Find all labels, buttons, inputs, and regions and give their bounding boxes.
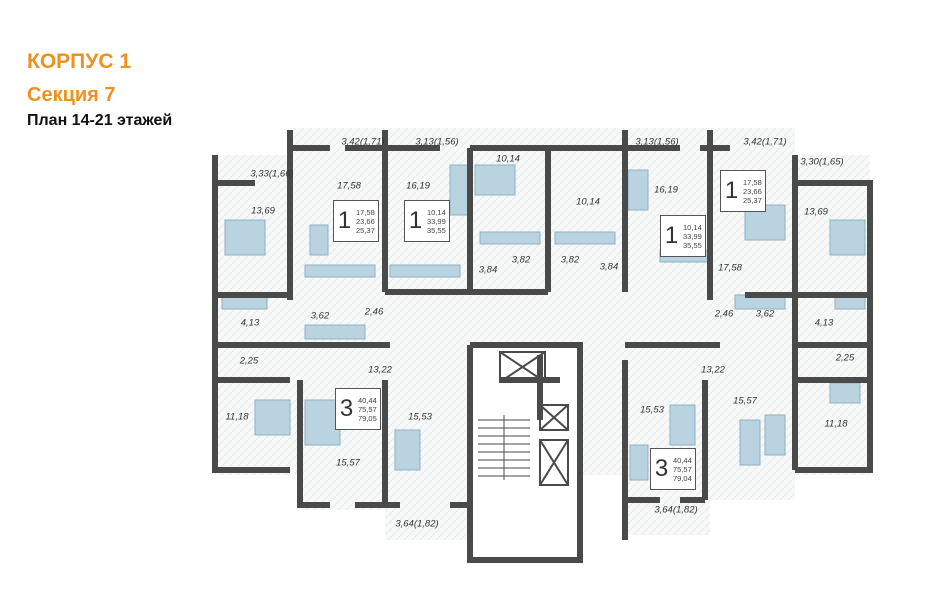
room-area: 3,62 [310, 310, 330, 322]
room-area: 3,62 [755, 308, 775, 320]
elevator-shafts [499, 351, 569, 486]
total-area: 23,66 [356, 216, 375, 226]
balcony-area: 3,64(1,82) [654, 504, 698, 516]
total-area: 33,99 [427, 216, 446, 226]
room-count: 1 [724, 177, 739, 204]
room-count: 1 [408, 207, 423, 234]
room-area: 17,58 [337, 180, 361, 192]
room-area: 11,18 [824, 418, 848, 430]
balcony-area: 3,33(1,66) [250, 168, 294, 180]
living-area: 17,58 [743, 177, 762, 187]
room-area: 4,13 [240, 317, 260, 329]
room-area: 15,53 [640, 404, 664, 416]
building-title: КОРПУС 1 [27, 50, 131, 73]
room-area: 3,82 [511, 254, 531, 266]
room-area: 13,69 [804, 206, 828, 218]
room-count: 1 [337, 207, 352, 234]
room-area: 10,14 [496, 153, 520, 165]
room-count: 3 [654, 455, 669, 482]
section-title: Секция 7 [27, 84, 116, 106]
living-area: 40,44 [358, 395, 377, 405]
total-area: 33,99 [683, 231, 702, 241]
total-with-balcony: 35,55 [427, 225, 446, 235]
room-area: 15,57 [733, 395, 757, 407]
balcony-area: 3,64(1,82) [395, 518, 439, 530]
room-area: 13,69 [251, 205, 275, 217]
total-with-balcony: 25,37 [743, 195, 762, 205]
room-area: 13,22 [701, 364, 725, 376]
balcony-area: 3,13(1,56) [415, 136, 459, 148]
room-area: 15,57 [336, 457, 360, 469]
room-area: 3,82 [560, 254, 580, 266]
room-area: 3,84 [478, 264, 498, 276]
plan-title: План 14-21 этажей [27, 112, 173, 129]
living-area: 40,44 [673, 455, 692, 465]
room-area: 3,84 [599, 261, 619, 273]
room-area: 13,22 [368, 364, 392, 376]
furniture [221, 164, 866, 481]
room-area: 4,13 [814, 317, 834, 329]
living-area: 10,14 [427, 207, 446, 217]
room-area: 17,58 [718, 262, 742, 274]
stairs [478, 415, 530, 480]
total-area: 75,57 [673, 464, 692, 474]
room-count: 1 [664, 222, 679, 249]
room-area: 2,46 [714, 308, 734, 320]
total-with-balcony: 25,37 [356, 225, 375, 235]
total-with-balcony: 35,55 [683, 240, 702, 250]
room-area: 2,25 [239, 355, 259, 367]
total-area: 75,57 [358, 404, 377, 414]
balcony-area: 3,13(1,56) [635, 136, 679, 148]
total-with-balcony: 79,04 [673, 473, 692, 483]
living-area: 10,14 [683, 222, 702, 232]
balcony-area: 3,42(1,71) [743, 136, 787, 148]
room-area: 10,14 [576, 196, 600, 208]
balcony-area: 3,42(1,71) [341, 136, 385, 148]
room-area: 2,46 [364, 306, 384, 318]
room-area: 16,19 [406, 180, 430, 192]
room-area: 11,18 [225, 411, 249, 423]
total-area: 23,66 [743, 186, 762, 196]
living-area: 17,58 [356, 207, 375, 217]
room-area: 15,53 [408, 411, 432, 423]
room-count: 3 [339, 395, 354, 422]
room-area: 16,19 [654, 184, 678, 196]
room-area: 2,25 [835, 352, 855, 364]
total-with-balcony: 79,05 [358, 413, 377, 423]
balcony-area: 3,30(1,65) [800, 156, 844, 168]
